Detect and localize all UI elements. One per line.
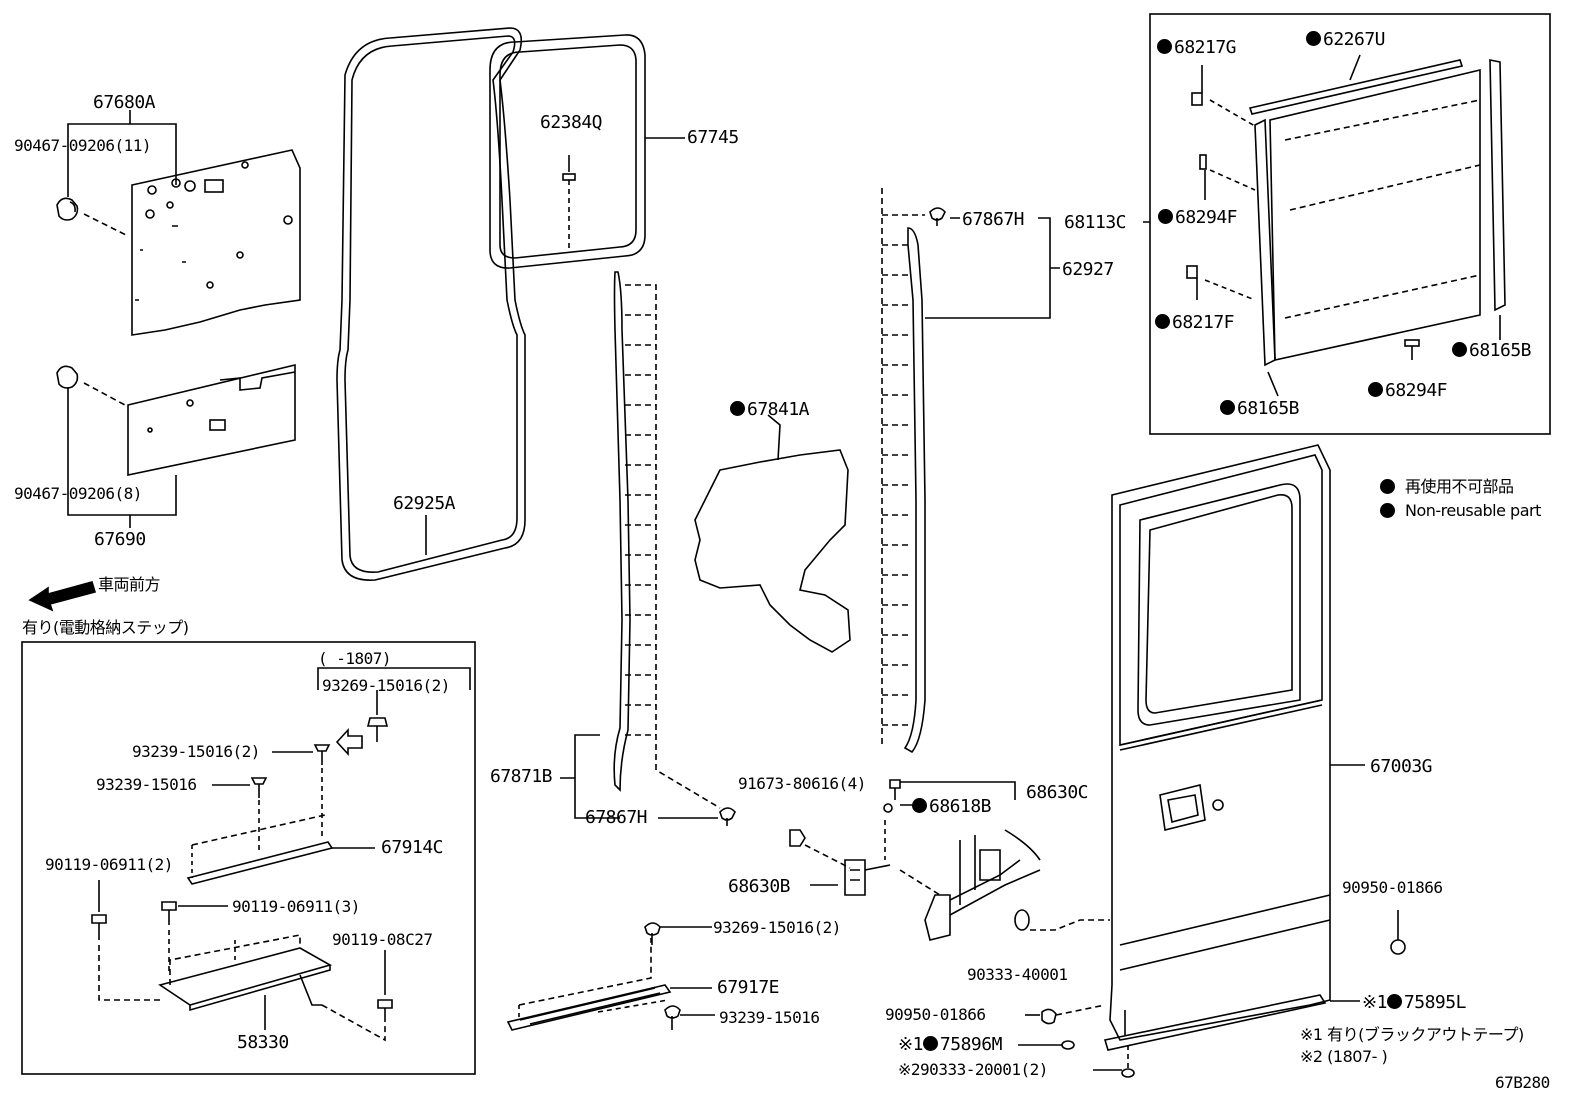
label-90950-01866-right: 90950-01866	[1342, 878, 1443, 897]
label-68217F: 68217F	[1155, 313, 1235, 333]
label-67914C: 67914C	[381, 837, 444, 858]
label-90467-09206-8: 90467-09206(8)	[14, 484, 142, 503]
label-62267U: 62267U	[1306, 30, 1386, 50]
label-62384Q: 62384Q	[540, 112, 603, 133]
label-90333-40001: 90333-40001	[967, 965, 1068, 984]
label-62927: 62927	[1062, 259, 1114, 280]
non-reusable-dot-icon	[1306, 31, 1321, 46]
label-91673-80616: 91673-80616(4)	[738, 774, 866, 793]
note-2: ※2 (1807- )	[1300, 1047, 1388, 1066]
non-reusable-dot-icon	[1452, 342, 1467, 357]
label-67867H-top: 67867H	[962, 209, 1025, 230]
label-68113C: 68113C	[1064, 212, 1127, 233]
legend-non-reusable-en: Non-reusable part	[1380, 501, 1541, 521]
door-67003G	[1103, 444, 1365, 1051]
label-90119-08C27: 90119-08C27	[332, 930, 433, 949]
label-58330: 58330	[237, 1032, 289, 1053]
label-90950-01866-left: 90950-01866	[885, 1005, 986, 1024]
label-68217G: 68217G	[1157, 38, 1237, 58]
label-93239-15016-box: 93239-15016	[96, 775, 197, 794]
label-67917E: 67917E	[717, 977, 780, 998]
label-93269-15016-2-box: 93269-15016(2)	[322, 676, 450, 695]
non-reusable-dot-icon	[1368, 382, 1383, 397]
label-68618B: 68618B	[912, 797, 992, 817]
label-date-range-1807: ( -1807)	[318, 649, 392, 668]
non-reusable-dot-icon	[1157, 39, 1172, 54]
label-67690: 67690	[94, 529, 146, 550]
label-93269-15016-2-mid: 93269-15016(2)	[713, 918, 841, 937]
note-1: ※1 有り(ブラックアウトテープ)	[1300, 1025, 1524, 1044]
strip-67871B	[560, 271, 736, 826]
clip-lower	[56, 365, 126, 406]
non-reusable-dot-icon	[912, 798, 927, 813]
non-reusable-dot-icon	[1155, 314, 1170, 329]
label-68294F-b: 68294F	[1368, 381, 1448, 401]
label-68165B-right: 68165B	[1452, 341, 1532, 361]
label-67841A: 67841A	[730, 400, 810, 420]
label-67867H-bottom: 67867H	[585, 807, 648, 828]
lower-small-parts	[1014, 909, 1406, 1078]
glass-seal-67745	[489, 34, 685, 269]
option-box-step	[21, 641, 476, 1075]
non-reusable-dot-icon	[922, 1036, 938, 1051]
non-reusable-dot-icon	[730, 401, 745, 416]
front-direction-label: 車両前方	[98, 575, 161, 594]
label-90119-06911-3: 90119-06911(3)	[232, 897, 360, 916]
option-title-step: 有り(電動格納ステップ)	[22, 618, 189, 637]
label-90333-20001: ※290333-20001(2)	[898, 1060, 1048, 1079]
label-90467-09206-11: 90467-09206(11)	[14, 136, 152, 155]
option-box-window	[1143, 13, 1551, 435]
label-90119-06911-2: 90119-06911(2)	[45, 855, 173, 874]
clip-upper	[56, 197, 129, 237]
non-reusable-dot-icon	[1386, 994, 1402, 1009]
label-67003G: 67003G	[1370, 756, 1433, 777]
insulator-67841A	[694, 414, 851, 653]
sill-67917E	[506, 922, 715, 1031]
front-direction-arrow-icon	[28, 581, 97, 612]
label-93239-15016-mid: 93239-15016	[719, 1008, 820, 1027]
label-68294F-a: 68294F	[1158, 208, 1238, 228]
non-reusable-dot-icon	[1158, 209, 1173, 224]
hinge-assembly	[789, 779, 1041, 941]
label-68165B-left: 68165B	[1220, 399, 1300, 419]
label-68630C: 68630C	[1026, 782, 1089, 803]
diagram-code: 67B280	[1495, 1073, 1550, 1092]
label-68630B: 68630B	[728, 876, 791, 897]
label-67871B: 67871B	[490, 766, 553, 787]
trim-panel-lower	[127, 363, 296, 476]
weatherstrip-62925A	[336, 27, 526, 581]
non-reusable-dot-icon	[1380, 479, 1395, 494]
label-62925A: 62925A	[393, 493, 456, 514]
legend-non-reusable-jp: 再使用不可部品	[1380, 477, 1514, 497]
label-67745: 67745	[687, 127, 739, 148]
strip-62927	[881, 188, 1060, 754]
trim-panel-upper	[131, 149, 301, 336]
label-67680A: 67680A	[93, 92, 156, 113]
non-reusable-dot-icon	[1380, 503, 1395, 518]
non-reusable-dot-icon	[1220, 400, 1235, 415]
label-93239-15016-2: 93239-15016(2)	[132, 742, 260, 761]
